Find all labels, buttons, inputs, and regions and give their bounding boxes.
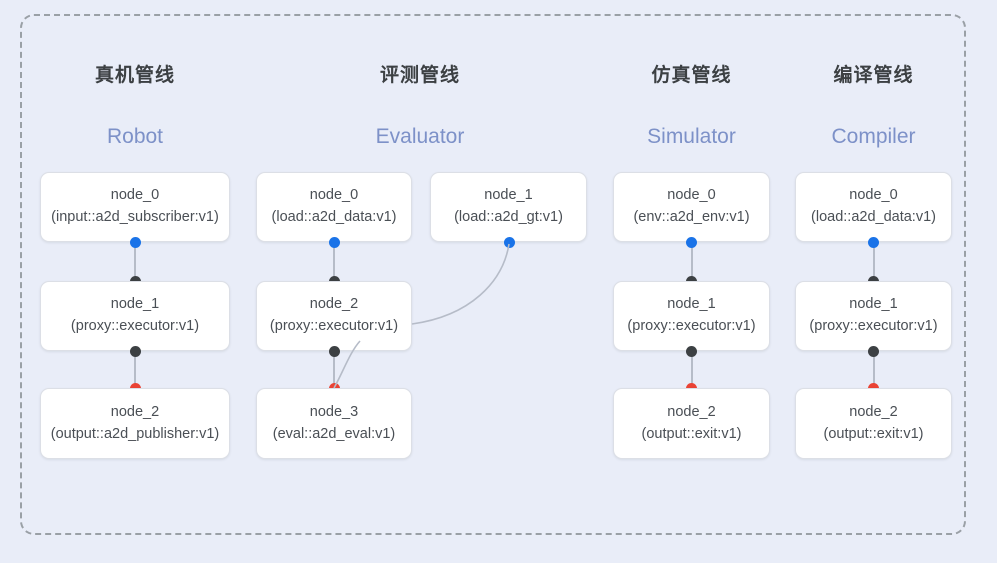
port-output-evaluator-gt[interactable] — [503, 236, 515, 248]
column-subtitle-compiler: Compiler — [831, 125, 916, 148]
node-label-type: (proxy::executor:v1) — [269, 318, 399, 334]
curve-gt-to-executor — [411, 243, 510, 325]
edge-simulator-1-2 — [690, 351, 693, 388]
node-label-name: node_0 — [667, 187, 716, 204]
node-label-name: node_1 — [484, 187, 533, 204]
column-title-evaluator: 评测管线 — [379, 65, 460, 86]
edge-robot-1-2 — [134, 351, 136, 388]
node-label-name: node_2 — [309, 296, 359, 313]
node-label-type: (proxy::executor:v1) — [70, 318, 200, 334]
port-output-simulator-0[interactable] — [686, 236, 697, 248]
node-label-type: (eval::a2d_eval:v1) — [272, 425, 396, 442]
node-label-type: (proxy::executor:v1) — [809, 318, 938, 334]
node-label-type: (load::a2d_data:v1) — [811, 209, 936, 225]
node-evaluator-gt[interactable]: node_1 (load::a2d_gt:v1) — [430, 172, 587, 242]
node-label-name: node_2 — [667, 403, 716, 420]
node-label-type: (output::exit:v1) — [823, 425, 924, 442]
column-title-compiler: 编译管线 — [833, 65, 914, 86]
node-label-type: (load::a2d_gt:v1) — [454, 209, 563, 225]
column-title-simulator: 仿真管线 — [651, 65, 732, 86]
node-label-name: node_1 — [110, 296, 160, 313]
node-label-name: node_1 — [849, 296, 898, 313]
node-label-name: node_3 — [309, 403, 359, 420]
port-output-robot-1[interactable] — [129, 345, 141, 357]
node-compiler-1[interactable]: node_1 (proxy::executor:v1) — [795, 281, 952, 351]
node-robot-2[interactable]: node_2 (output::a2d_publisher:v1) — [40, 388, 230, 459]
node-label-type: (output::exit:v1) — [641, 425, 742, 442]
port-output-evaluator-0[interactable] — [328, 236, 340, 248]
column-subtitle-evaluator: Evaluator — [375, 125, 465, 148]
node-label-type: (output::a2d_publisher:v1) — [50, 425, 220, 442]
node-label-type: (input::a2d_subscriber:v1) — [51, 209, 219, 225]
node-evaluator-0[interactable]: node_0 (load::a2d_data:v1) — [256, 172, 412, 242]
port-output-simulator-1[interactable] — [686, 345, 697, 357]
column-subtitle-robot: Robot — [106, 125, 164, 148]
node-label-type: (env::a2d_env:v1) — [633, 209, 750, 225]
node-simulator-2[interactable]: node_2 (output::exit:v1) — [613, 388, 770, 459]
node-label-name: node_2 — [110, 403, 160, 420]
node-label-name: node_0 — [110, 187, 160, 204]
port-output-compiler-1[interactable] — [868, 345, 879, 357]
node-robot-0[interactable]: node_0 (input::a2d_subscriber:v1) — [40, 172, 230, 242]
node-label-name: node_2 — [849, 403, 898, 420]
node-simulator-1[interactable]: node_1 (proxy::executor:v1) — [613, 281, 770, 351]
edge-compiler-0-1 — [872, 242, 875, 281]
node-label-name: node_1 — [667, 296, 716, 313]
edge-compiler-1-2 — [872, 351, 875, 388]
port-output-evaluator-2[interactable] — [328, 345, 340, 357]
node-simulator-0[interactable]: node_0 (env::a2d_env:v1) — [613, 172, 770, 242]
edge-simulator-0-1 — [690, 242, 693, 281]
column-title-robot: 真机管线 — [94, 65, 175, 86]
node-compiler-0[interactable]: node_0 (load::a2d_data:v1) — [795, 172, 952, 242]
node-label-type: (load::a2d_data:v1) — [271, 209, 397, 225]
edge-robot-0-1 — [134, 242, 136, 281]
port-output-compiler-0[interactable] — [868, 236, 879, 248]
node-compiler-2[interactable]: node_2 (output::exit:v1) — [795, 388, 952, 459]
node-label-type: (proxy::executor:v1) — [627, 318, 756, 334]
node-evaluator-3[interactable]: node_3 (eval::a2d_eval:v1) — [256, 388, 412, 459]
node-label-name: node_0 — [849, 187, 898, 204]
node-evaluator-2[interactable]: node_2 (proxy::executor:v1) — [256, 281, 412, 351]
edge-evaluator-0-2 — [333, 242, 335, 281]
node-robot-1[interactable]: node_1 (proxy::executor:v1) — [40, 281, 230, 351]
node-label-name: node_0 — [309, 187, 359, 204]
port-output-robot-0[interactable] — [129, 236, 141, 248]
column-subtitle-simulator: Simulator — [647, 125, 736, 148]
